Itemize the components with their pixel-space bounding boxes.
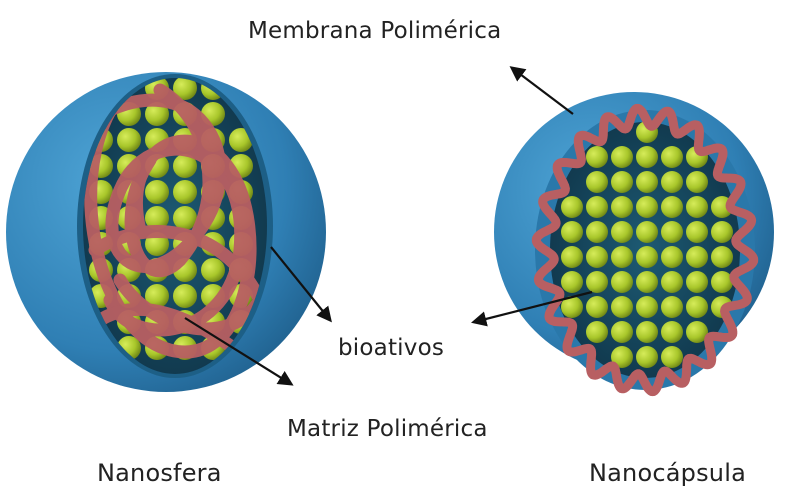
bioactive-particle (145, 180, 169, 204)
bioactive-particle (586, 221, 608, 243)
bioactive-particle (636, 321, 658, 343)
bioactive-particle (661, 321, 683, 343)
bioactive-particle (586, 196, 608, 218)
bioactive-particle (636, 196, 658, 218)
bioactive-particle (686, 296, 708, 318)
bioactive-particle (686, 196, 708, 218)
bioactive-particle (711, 246, 733, 268)
bioactive-particle (636, 296, 658, 318)
bioactive-particle (611, 196, 633, 218)
bioactive-particle (586, 271, 608, 293)
bioactive-particle (611, 296, 633, 318)
bioactive-particle (561, 271, 583, 293)
bioactive-particle (661, 196, 683, 218)
bioactive-particle (711, 271, 733, 293)
label-nanosfera: Nanosfera (97, 459, 222, 487)
bioactive-particle (611, 221, 633, 243)
label-nanocapsula: Nanocápsula (589, 459, 746, 487)
bioactive-particle (661, 171, 683, 193)
bioactive-particle (636, 221, 658, 243)
bioactive-particle (201, 258, 225, 282)
bioactive-particle (636, 171, 658, 193)
bioactive-particle (586, 321, 608, 343)
bioactive-particle (611, 246, 633, 268)
bioactive-particle (686, 246, 708, 268)
bioactive-particle (711, 221, 733, 243)
bioactive-particle (586, 146, 608, 168)
label-membrana-polimerica: Membrana Polimérica (248, 18, 501, 44)
bioactive-particle (117, 128, 141, 152)
bioactive-particle (636, 246, 658, 268)
bioactive-particle (636, 146, 658, 168)
bioactive-particle (636, 271, 658, 293)
bioactive-particle (661, 271, 683, 293)
bioactive-particle (686, 171, 708, 193)
bioactive-particle (661, 246, 683, 268)
bioactive-particle (173, 180, 197, 204)
bioactive-particle (561, 221, 583, 243)
bioactive-particle (561, 196, 583, 218)
bioactive-particle (611, 146, 633, 168)
bioactive-particle (611, 271, 633, 293)
label-bioativos: bioativos (338, 335, 444, 361)
bioactive-particle (636, 346, 658, 368)
label-matriz-polimerica: Matriz Polimérica (287, 416, 488, 442)
bioactive-particle (611, 321, 633, 343)
bioactive-particle (586, 171, 608, 193)
bioactive-particle (586, 296, 608, 318)
nanosfera-sphere (6, 72, 326, 392)
bioactive-particle (173, 284, 197, 308)
bioactive-particle (561, 246, 583, 268)
bioactive-particle (611, 171, 633, 193)
bioactive-particle (661, 346, 683, 368)
bioactive-particle (661, 146, 683, 168)
nanocapsula-sphere (494, 92, 774, 392)
bioactive-particle (661, 221, 683, 243)
arrow-membrana (512, 68, 573, 114)
bioactive-particle (586, 246, 608, 268)
bioactive-particle (686, 221, 708, 243)
bioactive-particle (686, 271, 708, 293)
bioactive-particle (661, 296, 683, 318)
